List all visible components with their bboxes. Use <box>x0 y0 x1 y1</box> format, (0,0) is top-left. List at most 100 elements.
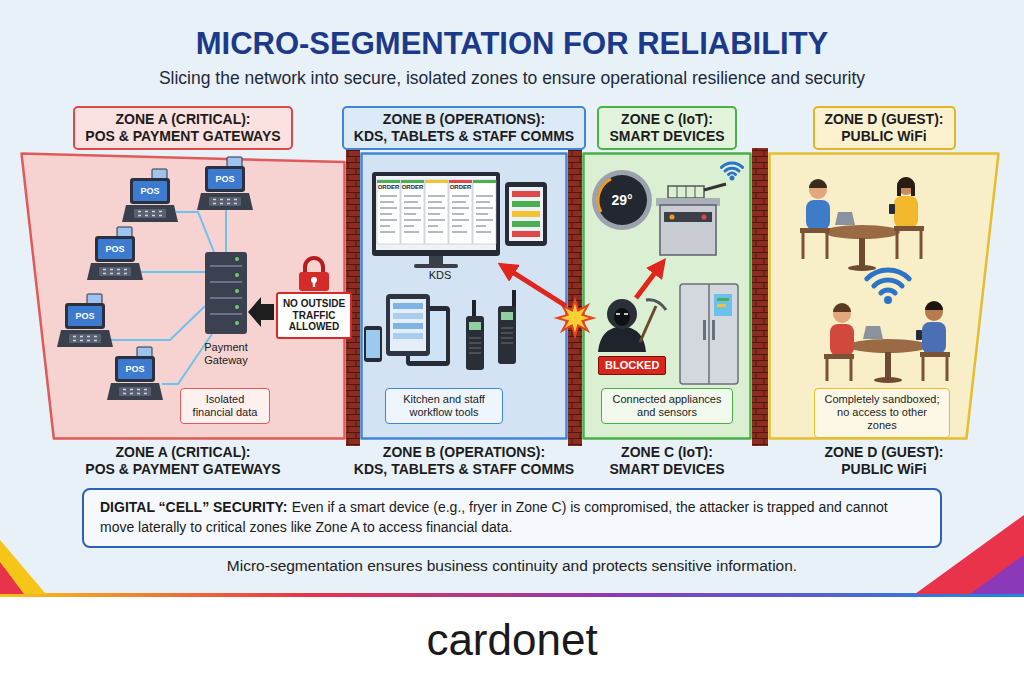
zone-header-box: ZONE D (GUEST):PUBLIC WiFi <box>813 106 956 150</box>
brand-logo: cardonet <box>426 614 597 667</box>
device-label: POS <box>140 186 159 197</box>
thermostat-icon <box>592 170 652 230</box>
handheld-devices <box>466 316 484 370</box>
zone-panel: ZONE C (IoT):SMART DEVICESBLOCKEDConnect… <box>582 152 752 440</box>
label-layer: MICRO-SEGMENTATION FOR RELIABILITYSlicin… <box>0 0 1024 53</box>
zone-footer-text: KDS, TABLETS & STAFF COMMS <box>330 461 598 478</box>
zone-footer-text: ZONE D (GUEST): <box>738 444 1024 461</box>
zone-note-box: Completely sandboxed; no access to other… <box>814 388 950 438</box>
zone-header-text: ZONE A (CRITICAL): <box>85 111 280 128</box>
side-tablet <box>512 211 540 217</box>
cafe-scene <box>874 377 902 383</box>
pos-wires <box>225 210 227 252</box>
cafe-scene <box>889 204 895 214</box>
zone-label: ZONE A (CRITICAL):POS & PAYMENT GATEWAYS <box>0 444 376 478</box>
zone-note-box: Kitchen and staff workflow tools <box>385 388 503 424</box>
zone-note-text: Connected appliances and sensors <box>608 393 726 419</box>
server-icon <box>205 252 247 334</box>
cafe-scene <box>863 326 883 339</box>
info-text: DIGITAL “CELL” SECURITY: <box>100 499 287 515</box>
kds-monitor <box>473 180 496 244</box>
zone-panel: ZONE B (OPERATIONS):KDS, TABLETS & STAFF… <box>360 152 568 440</box>
cafe-scene <box>848 265 876 271</box>
status-badge: BLOCKED <box>598 356 666 375</box>
server-label: Payment Gateway <box>191 341 261 366</box>
zone-panel: ZONE D (GUEST):PUBLIC WiFiCompletely san… <box>768 152 1000 440</box>
fryer-icon <box>664 212 712 222</box>
zone-header-text: PUBLIC WiFi <box>825 128 944 145</box>
zone-note-text: Completely sandboxed; no access to other… <box>821 393 943 433</box>
cafe-scene <box>885 352 891 378</box>
cafe-scene <box>824 354 854 359</box>
fridge-icon <box>703 320 706 340</box>
cafe-scene <box>897 177 915 196</box>
kds-monitor <box>473 180 496 183</box>
pos-wires <box>141 271 205 273</box>
handheld-devices <box>469 338 481 353</box>
fryer-icon <box>660 205 716 255</box>
cafe-scene <box>920 352 950 357</box>
thermostat-reading: 29° <box>611 192 632 209</box>
thermostat-icon <box>592 170 652 230</box>
side-tablet <box>512 201 540 207</box>
handheld-devices <box>393 333 423 339</box>
side-tablet <box>512 191 540 197</box>
server-icon <box>235 289 239 293</box>
server-icon <box>235 305 239 309</box>
callout-box: NO OUTSIDE TRAFFIC ALLOWED <box>276 292 352 339</box>
info-box: DIGITAL “CELL” SECURITY:Even if a smart … <box>82 488 942 548</box>
brand-stripe <box>970 555 1024 594</box>
fryer-icon <box>702 215 707 220</box>
zone-label: ZONE C (IoT):SMART DEVICES <box>552 444 782 478</box>
wall <box>346 148 768 446</box>
zone-header-box: ZONE C (IoT):SMART DEVICES <box>597 106 736 150</box>
zone-label: ZONE D (GUEST):PUBLIC WiFi <box>738 444 1024 478</box>
kds-monitor <box>414 264 458 268</box>
fridge-icon <box>680 284 738 384</box>
server-icon <box>235 257 239 261</box>
zone-footer-text: SMART DEVICES <box>552 461 782 478</box>
title: MICRO-SEGMENTATION FOR RELIABILITY <box>196 25 829 62</box>
kds-monitor <box>401 180 424 244</box>
cafe-scene <box>922 322 946 354</box>
zone-header-text: ZONE D (GUEST): <box>825 111 944 128</box>
zone-footer-text: ZONE B (OPERATIONS): <box>330 444 598 461</box>
thermostat-icon <box>598 179 611 212</box>
wifi-icon <box>730 176 735 181</box>
ticket-label: ORDER <box>450 184 472 191</box>
zone-header-text: SMART DEVICES <box>609 128 724 145</box>
zone-footer-text: ZONE C (IoT): <box>552 444 782 461</box>
zone-header-text: POS & PAYMENT GATEWAYS <box>85 128 280 145</box>
kds-monitor <box>449 180 472 183</box>
cafe-scene <box>916 330 922 340</box>
server-icon <box>205 252 247 334</box>
thermostat-icon <box>597 175 647 225</box>
handheld-devices <box>501 328 513 343</box>
handheld-devices <box>393 313 423 319</box>
handheld-devices <box>469 322 481 330</box>
handheld-devices <box>498 306 516 364</box>
kds-monitor <box>401 180 424 183</box>
handheld-devices <box>364 326 382 362</box>
brand-stripe <box>0 540 46 594</box>
cafe-scene <box>806 200 830 230</box>
fryer-icon <box>670 215 675 220</box>
cafe-scene <box>848 339 928 353</box>
handheld-devices <box>390 299 426 351</box>
cafe-scene <box>859 238 865 266</box>
fridge-icon <box>680 284 738 384</box>
handheld-devices <box>512 290 516 308</box>
ticket-label: ORDER <box>402 184 424 191</box>
fridge-icon <box>714 294 732 316</box>
zone-outline-shape <box>770 154 999 439</box>
kds-monitor <box>376 176 496 250</box>
kds-monitor <box>425 180 448 244</box>
zone-header-text: KDS, TABLETS & STAFF COMMS <box>354 128 574 145</box>
subtitle: Slicing the network into secure, isolate… <box>159 68 865 89</box>
handheld-devices <box>501 312 513 320</box>
side-tablet <box>509 187 543 241</box>
handheld-devices <box>393 323 423 329</box>
kds-monitor <box>377 180 400 244</box>
fridge-icon <box>717 298 729 301</box>
